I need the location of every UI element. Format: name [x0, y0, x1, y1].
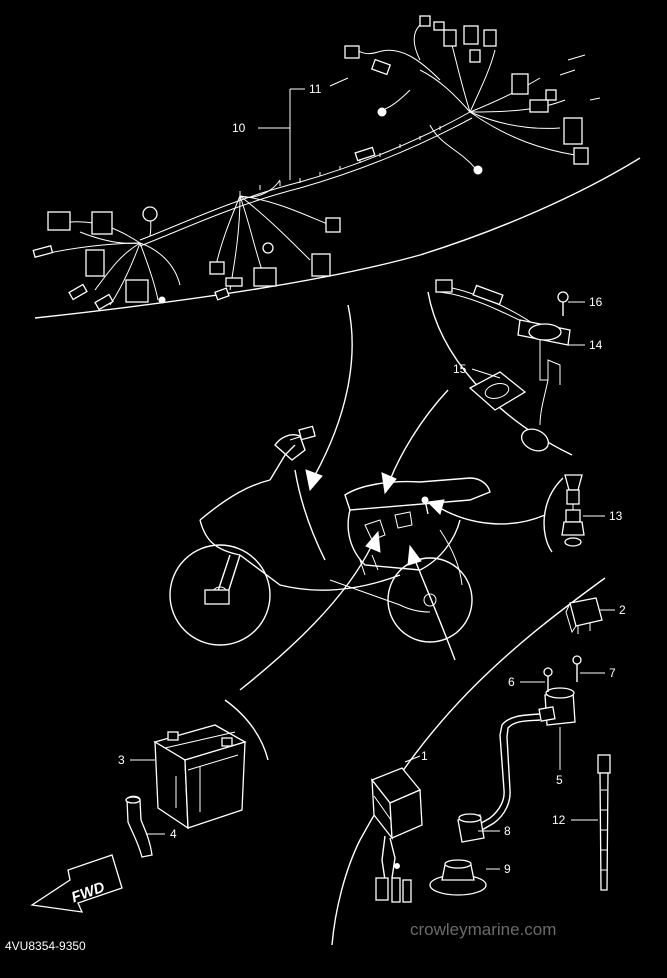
arrow-ignition — [407, 544, 422, 566]
leader-battery — [239, 544, 373, 691]
callout-12: 12 — [552, 813, 566, 827]
callout-14: 14 — [589, 338, 603, 352]
leader-fuse — [439, 507, 546, 525]
scooter-outline — [169, 425, 491, 646]
callout-16: 16 — [589, 295, 603, 309]
leader-fuel — [389, 389, 449, 481]
callout-3: 3 — [118, 753, 125, 767]
callout-6: 6 — [508, 675, 515, 689]
fwd-arrow: FWD — [30, 854, 123, 913]
ignition-coil-assembly — [429, 655, 582, 896]
callout-2: 2 — [619, 603, 626, 617]
callout-15: 15 — [453, 362, 467, 376]
callout-11: 11 — [309, 82, 322, 96]
rectifier-regulator — [370, 767, 423, 903]
callout-labels: 1 2 3 4 5 6 7 8 9 10 11 12 13 14 15 16 — [118, 82, 626, 876]
watermark: crowleymarine.com — [410, 920, 556, 939]
leader-harness — [314, 304, 353, 476]
cable-tie — [597, 754, 611, 891]
leader-ignition — [414, 559, 456, 661]
callout-1: 1 — [421, 749, 428, 763]
arrow-battery — [365, 530, 381, 553]
part-code: 4VU8354-9350 — [5, 939, 86, 953]
divider-fuse — [543, 477, 564, 553]
callout-8: 8 — [504, 824, 511, 838]
callout-leaders — [130, 77, 615, 870]
fuel-sender-assembly — [435, 279, 571, 452]
divider-battery — [224, 699, 269, 761]
fuse-holder — [561, 474, 585, 547]
battery-vent-hose — [125, 795, 153, 858]
callout-4: 4 — [170, 827, 177, 841]
callout-9: 9 — [504, 862, 511, 876]
callout-10: 10 — [232, 121, 246, 135]
callout-13: 13 — [609, 509, 623, 523]
relay — [565, 597, 603, 634]
callout-5: 5 — [556, 773, 563, 787]
callout-7: 7 — [609, 666, 616, 680]
divider-harness — [34, 157, 641, 319]
arrow-harness — [305, 469, 323, 492]
battery — [153, 724, 247, 830]
wire-harness — [32, 15, 601, 311]
